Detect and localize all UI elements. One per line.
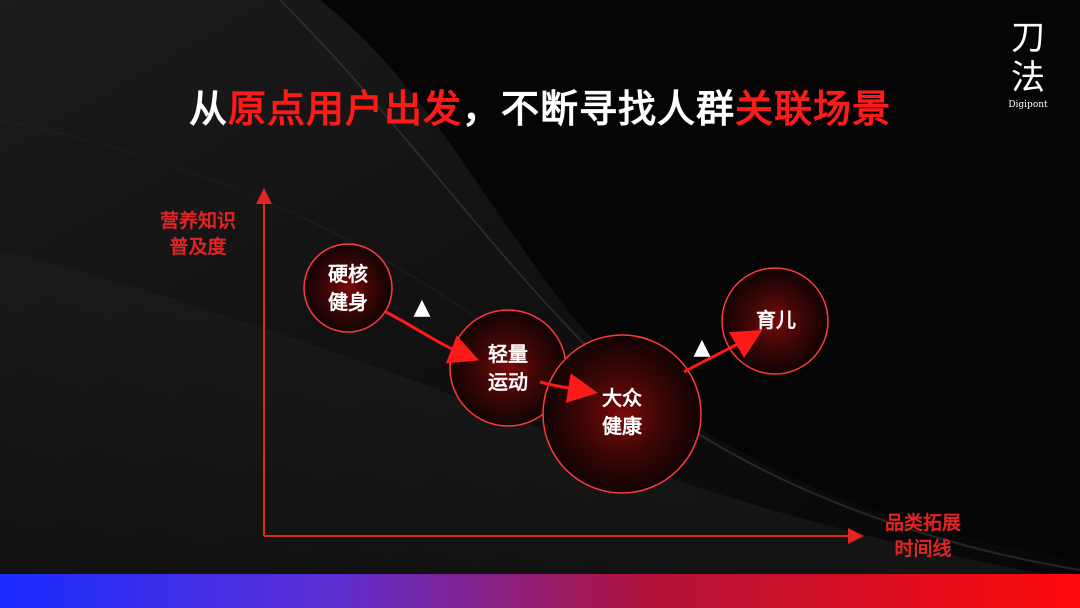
brand-logo: 刀 法 Digipont [1004, 18, 1052, 110]
node-label-parenting: 育儿 [744, 306, 808, 334]
node-label-line1: 轻量 [488, 342, 528, 366]
node-label-light-exercise: 轻量 运动 [476, 340, 540, 396]
x-axis-label-line2: 时间线 [894, 538, 952, 560]
x-axis-label-line1: 品类拓展 [884, 512, 961, 534]
arrow-mass-to-parenting [683, 329, 763, 374]
title-highlight-scenes: 关联场景 [735, 87, 892, 131]
page-title: 从原点用户出发，不断寻找人群关联场景 [0, 78, 1080, 133]
arrow-light-to-mass [539, 373, 598, 403]
y-axis-label-line2: 普及度 [169, 236, 227, 258]
node-label-line1: 硬核 [328, 262, 368, 286]
node-label-line1: 大众 [602, 386, 642, 410]
node-label-line2: 健身 [328, 290, 368, 314]
node-label-line1: 育儿 [756, 308, 796, 332]
node-circle-hardcore-fitness [303, 243, 393, 333]
logo-char-2: 法 [1011, 58, 1045, 98]
arrow-fitness-to-light [385, 310, 480, 364]
logo-char-1: 刀 [1011, 18, 1045, 58]
node-label-mass-health: 大众 健康 [590, 384, 654, 440]
logo-english: Digipont [1008, 100, 1048, 110]
y-axis-label-line1: 营养知识 [159, 210, 236, 232]
y-axis-label: 营养知识 普及度 [148, 208, 248, 260]
title-part1: 从 [188, 87, 228, 131]
x-axis-label: 品类拓展 时间线 [868, 510, 978, 562]
title-part2: ，不断寻找人群 [462, 87, 736, 131]
node-label-line2: 健康 [602, 414, 642, 438]
node-label-hardcore-fitness: 硬核 健身 [318, 260, 378, 316]
node-label-line2: 运动 [488, 370, 528, 394]
triangle-marker-1: ▲ [414, 295, 431, 320]
title-highlight-origin-users: 原点用户出发 [227, 87, 462, 131]
bottom-gradient-bar [0, 574, 1080, 608]
triangle-marker-2: ▲ [694, 335, 711, 360]
